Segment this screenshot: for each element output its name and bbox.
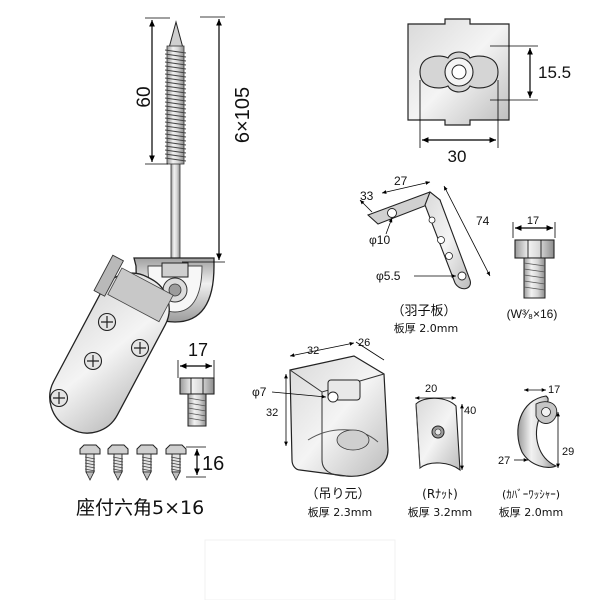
swivel-bracket [49,254,174,434]
nut-thickness: 板厚 3.2mm [408,505,472,519]
hanger-32-top-label: 32 [307,345,319,357]
washer-27-label: 27 [498,455,510,467]
hanger-phi7-label: φ7 [252,385,267,399]
dim-33-label: 33 [360,189,374,203]
hanger-name: （吊り元） [305,487,370,502]
dimension-16: 16 [186,446,224,478]
dim-30-label: 30 [448,147,467,166]
w-bolt: 17 (W³⁄₈×16) [507,215,558,321]
dimension-60: 60 [134,17,170,165]
washer-name: (ｶﾊﾞｰﾜｯｼｬｰ) [502,488,560,501]
mount-plate: 15.5 30 [407,18,571,166]
cover-washer: 17 29 27 (ｶﾊﾞｰﾜｯｼｬｰ) 板厚 2.0mm [498,384,574,519]
hanger-26-label: 26 [358,337,370,349]
seat-bolt-1 [79,444,101,481]
nut-40-label: 40 [464,405,476,417]
w-bolt-hex-label: 17 [527,215,539,227]
bolt-shank [187,393,207,427]
seat-bolt-2 [107,444,129,481]
bracket-thickness: 板厚 2.0mm [394,321,458,335]
hex-bolt: 17 [177,340,215,427]
bolt-head [179,377,215,395]
hanger-32-side-label: 32 [266,407,278,419]
swivel-nut [161,262,189,278]
dim-6x105-label: 6×105 [232,87,254,143]
bracket-name: （羽子板） [391,304,456,319]
screw-thread [164,45,187,165]
washer-29-label: 29 [562,446,574,458]
hanger-thickness: 板厚 2.3mm [308,505,372,519]
drill-tip [168,20,184,49]
bracket-screws [49,312,150,408]
w-bolt-name: (W³⁄₈×16) [507,307,558,321]
dim-phi5-5-label: φ5.5 [376,269,401,283]
washer-17-label: 17 [548,384,560,396]
washer-thickness: 板厚 2.0mm [499,505,563,519]
dim-74-label: 74 [476,214,490,228]
dim-15-5-label: 15.5 [538,63,571,82]
angle-bracket: 33 27 74 φ10 φ5.5 （羽子板） 板厚 2.0mm [359,174,491,335]
empty-frame [204,539,396,600]
seat-bolt-label: 座付六角5×16 [76,497,204,519]
seat-bolt-3 [136,444,158,481]
nut-name: (Rﾅｯﾄ) [422,487,458,501]
dim-27-label: 27 [394,174,408,188]
r-nut: 20 40 (Rﾅｯﾄ) 板厚 3.2mm [408,383,476,519]
seat-bolts [79,444,187,481]
screw-assembly [49,20,215,434]
dim-16-label: 16 [202,453,224,475]
hanger: 32 26 φ7 32 （吊り元） 板厚 2.3mm [252,337,389,519]
dim-phi10-label: φ10 [369,233,390,247]
dimension-6x105: 6×105 [182,16,254,263]
nut-20-label: 20 [425,383,437,395]
seat-bolt-4 [165,444,187,481]
dim-17-label: 17 [188,340,208,360]
dim-60-label: 60 [134,86,155,107]
